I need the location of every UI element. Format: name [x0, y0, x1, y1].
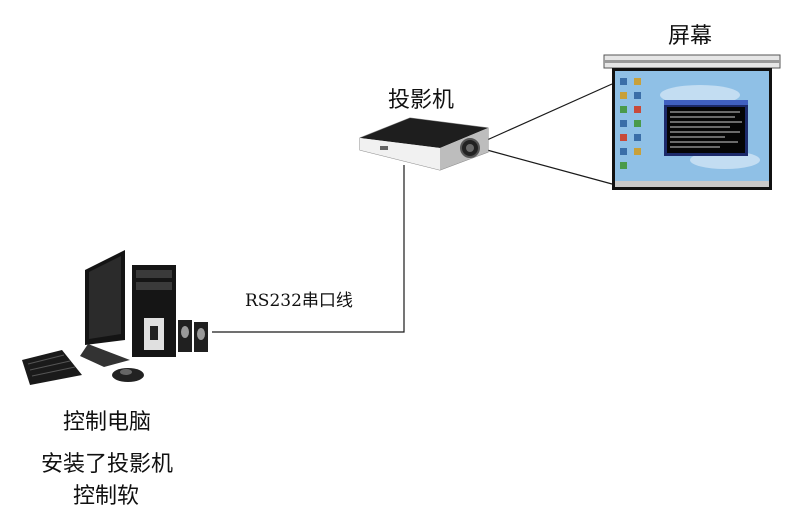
projector-device [359, 117, 489, 171]
rs232-cable-line [212, 165, 405, 333]
connection-lines [212, 83, 613, 333]
screen-label: 屏幕 [668, 24, 713, 49]
projection-beam-top [486, 83, 613, 141]
projector-label: 投影机 [388, 88, 455, 113]
pc-label-line2: 安装了投影机 [41, 452, 174, 477]
pc-label-line1: 控制电脑 [63, 410, 152, 435]
projection-beam-bottom [486, 149, 613, 185]
projection-screen [603, 54, 781, 190]
pc-label-line3: 控制软 [73, 484, 140, 509]
cable-label: RS232串口线 [245, 291, 353, 311]
computer-set [22, 250, 208, 385]
